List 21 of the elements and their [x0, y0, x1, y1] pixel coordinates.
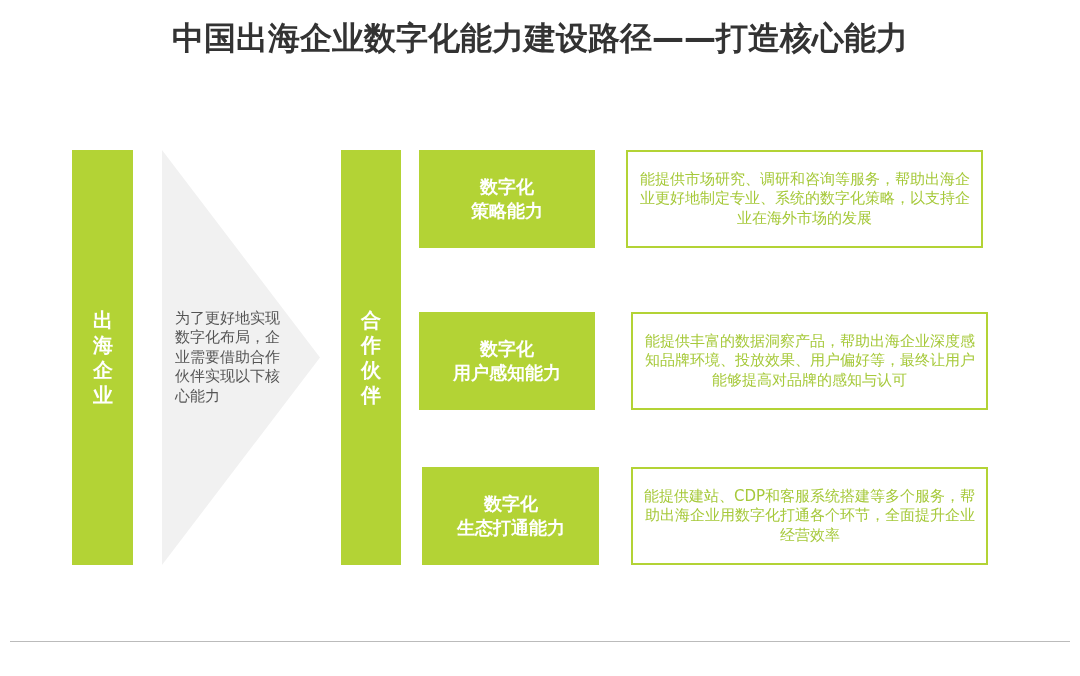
capability-title: 策略能力 [471, 199, 543, 223]
description-box [626, 150, 983, 248]
description-text: 能提供丰富的数据洞察产品，帮助出海企业深度感知品牌环境、投放效果、用户偏好等，最终让用户能够提高对品牌的感知与认可 [643, 331, 976, 391]
capability-box [419, 150, 595, 248]
description-box [631, 312, 988, 410]
capability-title: 数字化 [480, 174, 534, 199]
capability-box [419, 312, 595, 410]
capability-title: 生态打通能力 [456, 516, 565, 540]
vertical-bar [341, 150, 401, 565]
capability-title: 数字化 [483, 491, 538, 516]
capability-title: 用户感知能力 [453, 361, 561, 385]
title: 中国出海企业数字化能力建设路径——打造核心能力 [171, 18, 909, 59]
bar-label: 出海企业 [92, 307, 113, 408]
chevron-text: 为了更好地实现数字化布局，企业需要借助合作伙伴实现以下核心能力 [175, 308, 281, 407]
capability-title: 数字化 [480, 336, 534, 361]
description-text: 能提供市场研究、调研和咨询等服务，帮助出海企业更好地制定专业、系统的数字化策略，以支持企业在海外市场的发展 [638, 169, 971, 229]
description-text: 能提供建站、CDP和客服系统搭建等多个服务，帮助出海企业用数字化打通各个环节，全面提升企业经营效率 [643, 486, 976, 546]
bar-label: 合作伙伴 [361, 307, 381, 408]
capability-box [422, 467, 599, 565]
vertical-bar [72, 150, 133, 565]
description-box [631, 467, 988, 565]
